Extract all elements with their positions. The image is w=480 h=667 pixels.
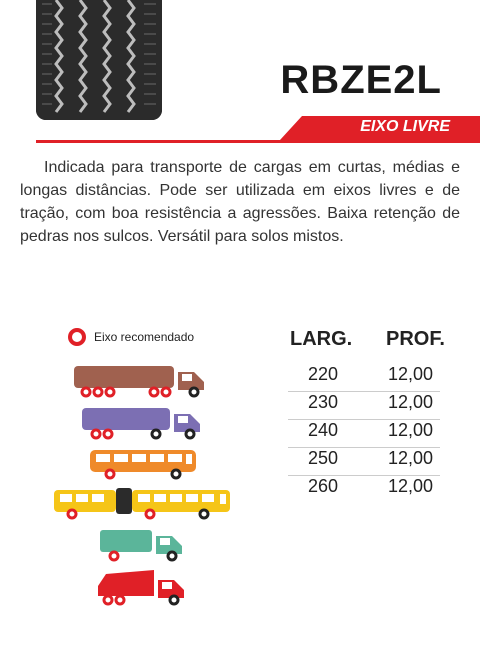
width-value: 250 <box>308 448 339 468</box>
legend-label: Eixo recomendado <box>94 330 195 344</box>
width-value: 260 <box>308 476 339 496</box>
legend: Eixo recomendado <box>68 328 194 346</box>
red-ring-icon <box>68 328 86 346</box>
table-row: 220 12,00 <box>288 364 448 392</box>
depth-value: 12,00 <box>388 420 434 440</box>
row-divider <box>288 475 440 476</box>
axle-label: EIXO LIVRE <box>360 118 450 135</box>
truck-brown-icon <box>74 366 204 398</box>
column-header-depth: PROF. <box>386 328 445 350</box>
depth-value: 12,00 <box>388 364 434 384</box>
depth-value: 12,00 <box>388 476 434 496</box>
row-divider <box>288 391 440 392</box>
width-value: 240 <box>308 420 339 440</box>
row-divider <box>288 419 440 420</box>
table-row: 260 12,00 <box>288 476 448 504</box>
table-row: 250 12,00 <box>288 448 448 476</box>
table-row: 240 12,00 <box>288 420 448 448</box>
divider-line <box>36 140 480 143</box>
column-header-width: LARG. <box>290 328 353 350</box>
axle-band: EIXO LIVRE <box>280 116 480 140</box>
table-row: 230 12,00 <box>288 392 448 420</box>
width-value: 220 <box>308 364 339 384</box>
product-name: RBZE2L <box>280 58 442 102</box>
row-divider <box>288 447 440 448</box>
tire-tread-image <box>36 0 162 120</box>
width-value: 230 <box>308 392 339 412</box>
van-green-icon <box>100 530 182 562</box>
depth-value: 12,00 <box>388 392 434 412</box>
dump-truck-red-icon <box>98 570 184 606</box>
truck-purple-icon <box>82 408 200 440</box>
depth-value: 12,00 <box>388 448 434 468</box>
bus-orange-icon <box>90 450 196 480</box>
bus-articulated-yellow-icon <box>54 488 230 520</box>
product-description: Indicada para transporte de cargas em cu… <box>20 159 460 245</box>
